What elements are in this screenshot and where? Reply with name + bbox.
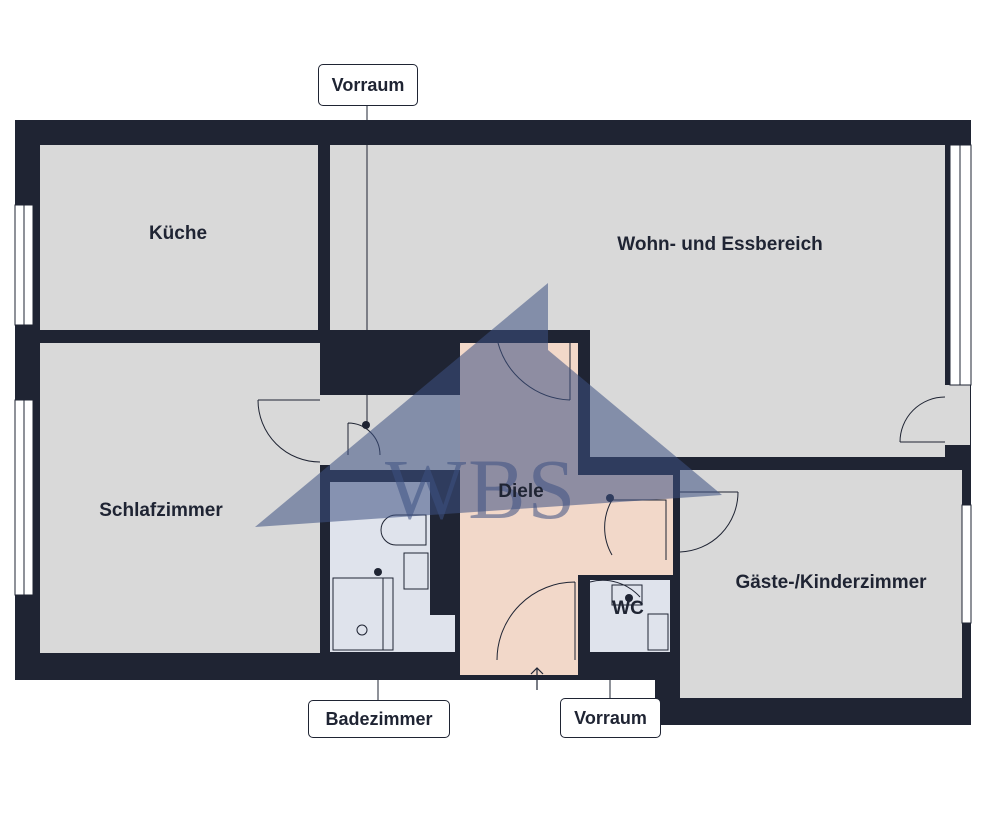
- light-points: [362, 421, 633, 602]
- watermark-logo: [255, 283, 722, 527]
- entrance-arrow-icon: [530, 667, 544, 690]
- room-label-wc: WC: [612, 598, 644, 619]
- room-label-kueche: Küche: [148, 223, 208, 244]
- callout-vorraum-top[interactable]: Vorraum: [318, 64, 418, 106]
- callout-leaders: [366, 106, 611, 703]
- kueche-floor: [40, 145, 318, 330]
- wc-sink: [611, 584, 643, 606]
- windows: [14, 144, 972, 624]
- schlaf-floor: [40, 343, 320, 653]
- fixtures: [332, 514, 669, 651]
- gaeste-floor: [680, 470, 962, 698]
- wohn-entry: [900, 385, 970, 445]
- wc-floor: [590, 580, 670, 652]
- wc-toilet: [647, 613, 669, 651]
- callout-badezimmer[interactable]: Badezimmer: [308, 700, 450, 738]
- shower-drain: [356, 624, 368, 636]
- room-label-wohn: Wohn- und Essbereich: [617, 234, 823, 255]
- schlaf-entry: [290, 395, 330, 465]
- bath-toilet: [403, 552, 429, 590]
- watermark-text: WBS: [385, 441, 578, 537]
- wohn-floor: [330, 145, 945, 330]
- callout-vorraum-bottom[interactable]: Vorraum: [560, 698, 661, 738]
- room-label-schlaf: Schlafzimmer: [99, 500, 223, 521]
- bad-floor-right: [430, 615, 455, 652]
- room-label-diele: Diele: [498, 481, 544, 502]
- room-label-gaeste: Gäste-/Kinderzimmer: [735, 572, 927, 593]
- shower: [332, 577, 394, 651]
